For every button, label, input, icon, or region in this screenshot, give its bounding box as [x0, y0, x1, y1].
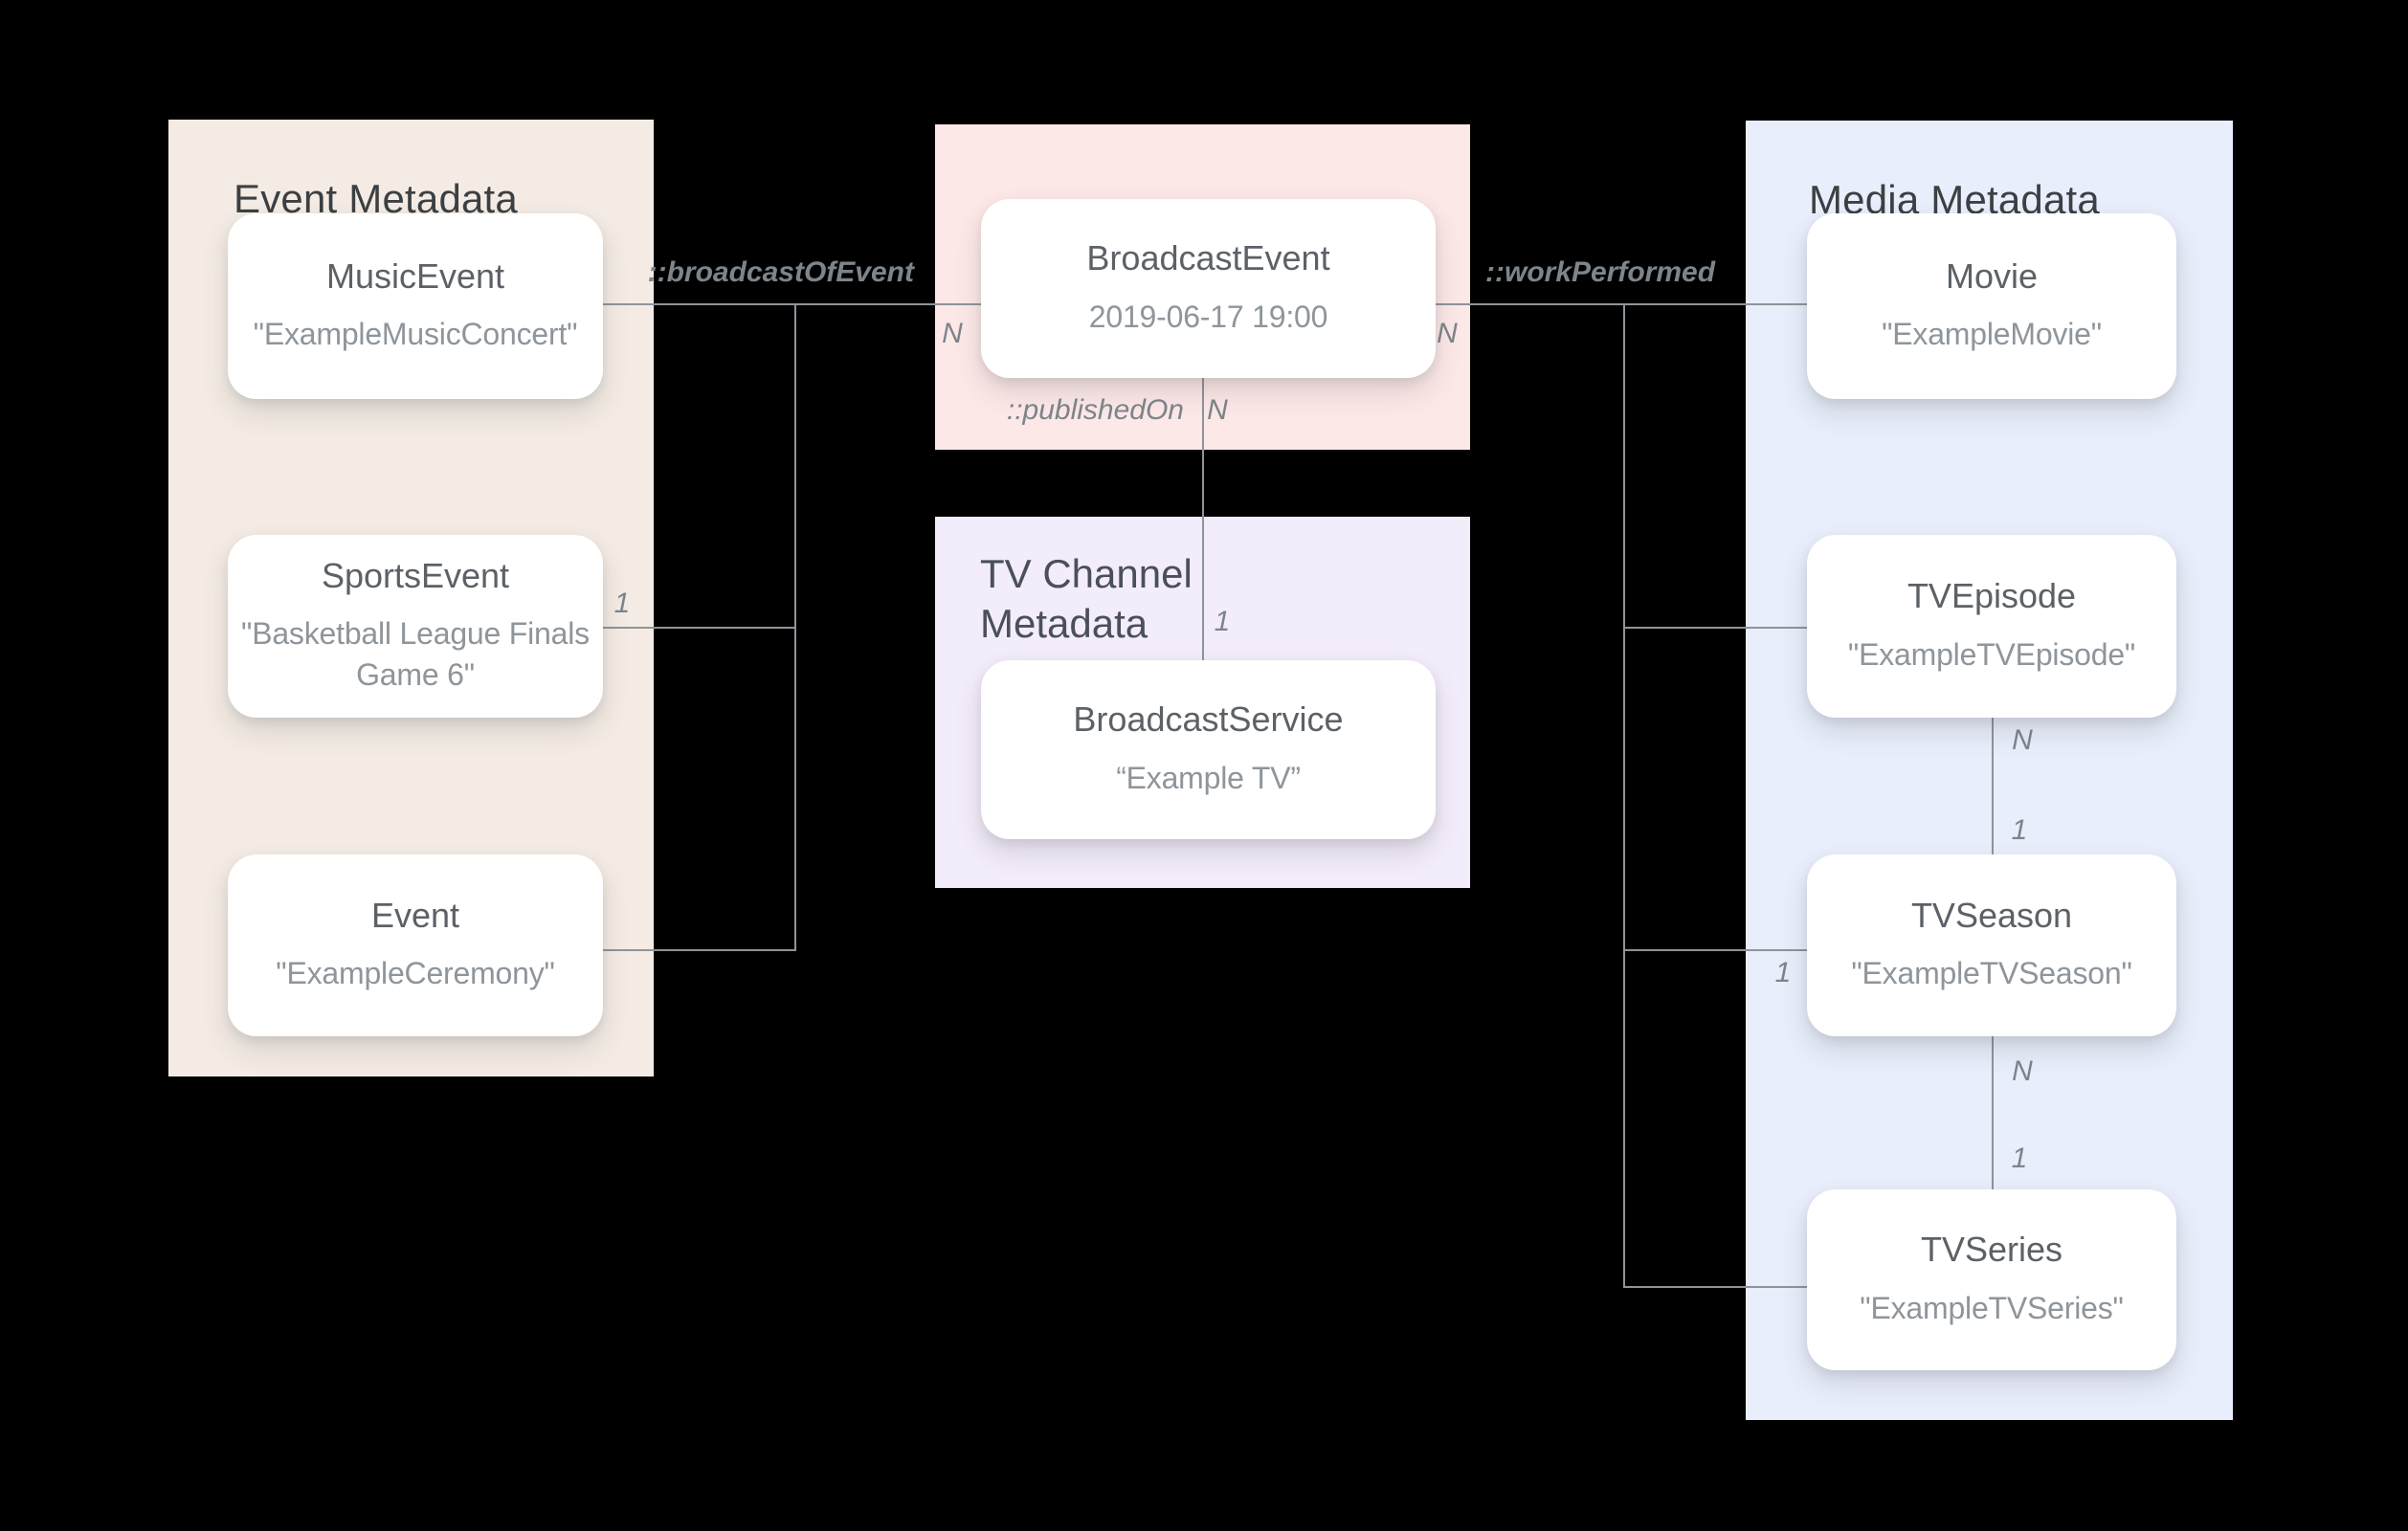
- node-broadcastservice: BroadcastService “Example TV”: [981, 660, 1436, 839]
- node-tvepisode-name: TVEpisode: [1906, 576, 2077, 616]
- edge-tvepisode-tvseason-line: [1992, 718, 1994, 854]
- node-tvseason-name: TVSeason: [1910, 895, 2073, 935]
- edge-label-publishedon: ::publishedOn: [1006, 394, 1184, 426]
- node-sportsevent-name: SportsEvent: [321, 555, 510, 595]
- cardinality-n-tvepisode: N: [2012, 724, 2033, 756]
- edge-sportsevent-branch-line: [603, 627, 794, 629]
- edge-tvseason-tvseries-line: [1992, 1036, 1994, 1189]
- node-musicevent-name: MusicEvent: [325, 255, 505, 296]
- edge-tvepisode-branch-line: [1623, 627, 1807, 629]
- panel-title-tv-channel-line1: TV Channel: [980, 551, 1193, 596]
- cardinality-n-publishedon: N: [1207, 394, 1228, 426]
- cardinality-1-broadcastservice: 1: [1214, 606, 1231, 637]
- panel-title-tv-channel-line2: Metadata: [980, 601, 1148, 646]
- node-broadcastevent: BroadcastEvent 2019-06-17 19:00: [981, 199, 1436, 378]
- edge-publishedon-line: [1202, 378, 1204, 660]
- edge-musicevent-broadcastevent-line: [603, 303, 981, 305]
- cardinality-n-tvseason-series: N: [2012, 1055, 2033, 1087]
- cardinality-n-broadcastofevent: N: [942, 318, 963, 349]
- node-tvseason: TVSeason "ExampleTVSeason": [1807, 854, 2176, 1036]
- node-movie-name: Movie: [1945, 255, 2039, 296]
- node-event-value: "ExampleCeremony": [276, 956, 555, 991]
- node-tvseason-value: "ExampleTVSeason": [1851, 956, 2132, 991]
- node-tvepisode: TVEpisode "ExampleTVEpisode": [1807, 535, 2176, 718]
- edge-tvseason-branch-line: [1623, 949, 1807, 951]
- node-broadcastevent-name: BroadcastEvent: [1086, 238, 1330, 278]
- node-broadcastservice-value: “Example TV”: [1116, 760, 1301, 795]
- edge-label-workperformed: ::workPerformed: [1485, 256, 1716, 288]
- node-tvepisode-value: "ExampleTVEpisode": [1847, 636, 2136, 672]
- node-sportsevent-value: "Basketball League Finals Game 6": [241, 616, 590, 693]
- edge-left-trunk-line: [794, 303, 796, 951]
- node-broadcastevent-value: 2019-06-17 19:00: [1088, 299, 1328, 334]
- edge-broadcastevent-movie-line: [1436, 303, 1807, 305]
- cardinality-1-sportsevent: 1: [613, 588, 631, 619]
- cardinality-n-workperformed: N: [1437, 318, 1458, 349]
- node-event-name: Event: [370, 895, 460, 935]
- node-broadcastservice-name: BroadcastService: [1073, 699, 1344, 740]
- node-tvseries: TVSeries "ExampleTVSeries": [1807, 1189, 2176, 1370]
- node-musicevent-value: "ExampleMusicConcert": [253, 317, 578, 352]
- node-musicevent: MusicEvent "ExampleMusicConcert": [228, 213, 603, 399]
- node-movie-value: "ExampleMovie": [1882, 317, 2102, 352]
- node-sportsevent: SportsEvent "Basketball League Finals Ga…: [228, 535, 603, 718]
- node-tvseries-value: "ExampleTVSeries": [1860, 1290, 2124, 1325]
- edge-event-branch-line: [603, 949, 794, 951]
- cardinality-1-tvseries: 1: [2011, 1143, 2028, 1174]
- edge-label-broadcastofevent: ::broadcastOfEvent: [647, 256, 914, 288]
- node-event: Event "ExampleCeremony": [228, 854, 603, 1036]
- node-movie: Movie "ExampleMovie": [1807, 213, 2176, 399]
- edge-right-trunk-line: [1623, 303, 1625, 1288]
- cardinality-1-tvseason-branch: 1: [1774, 957, 1792, 988]
- node-tvseries-name: TVSeries: [1920, 1230, 2063, 1270]
- cardinality-1-tvseason: 1: [2011, 814, 2028, 846]
- edge-tvseries-branch-line: [1623, 1286, 1807, 1288]
